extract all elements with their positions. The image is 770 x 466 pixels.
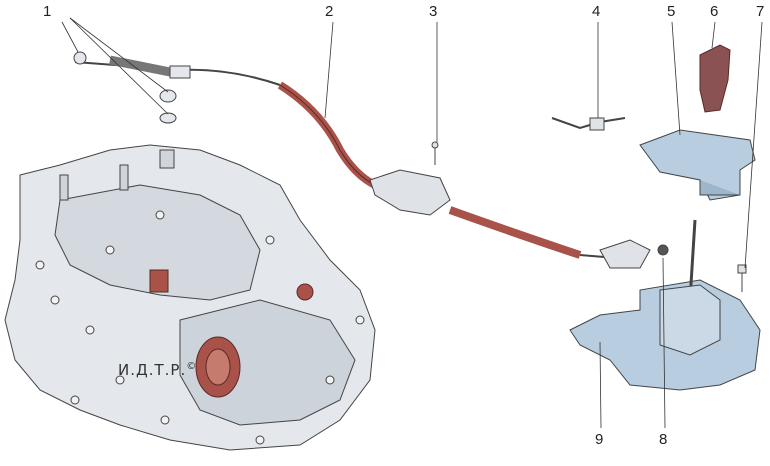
callout-2: 2: [325, 3, 334, 20]
watermark: И.Д.Т.Р.©: [118, 361, 197, 379]
cable-bracket: [369, 141, 451, 216]
gearbox-housing: [4, 144, 376, 451]
lever-cover: [639, 129, 756, 201]
shift-knob: [699, 44, 731, 113]
shift-mechanism-base: [569, 219, 761, 391]
callout-3: 3: [429, 3, 438, 20]
callout-8: 8: [659, 431, 668, 448]
callout-5: 5: [667, 3, 676, 20]
cable-clip: [599, 239, 669, 269]
lock-wire-part: [551, 117, 626, 131]
callout-6: 6: [710, 3, 719, 20]
leader-lines: [61, 17, 763, 429]
callout-1: 1: [43, 3, 52, 20]
cable-end-fasteners: [73, 51, 191, 124]
callout-4: 4: [592, 3, 601, 20]
callout-9: 9: [595, 431, 604, 448]
callout-7: 7: [756, 3, 765, 20]
mounting-bolt: [737, 264, 747, 292]
copyright-symbol: ©: [186, 361, 198, 372]
watermark-text: И.Д.Т.Р.: [118, 361, 187, 379]
